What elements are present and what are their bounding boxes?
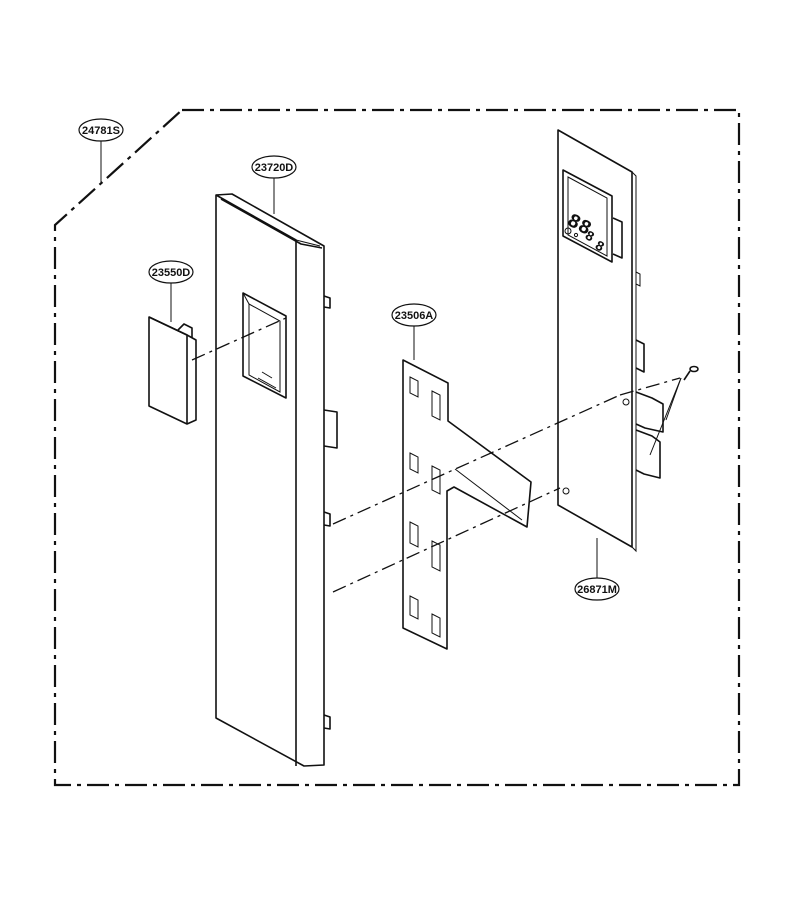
- alignment-lines: [191, 317, 681, 593]
- label-front-panel[interactable]: 23720D: [251, 155, 297, 214]
- label-cover-text: 23550D: [152, 267, 191, 279]
- svg-text:8: 8: [592, 238, 607, 256]
- label-sheet[interactable]: 23506A: [391, 303, 437, 360]
- label-cover[interactable]: 23550D: [148, 260, 194, 322]
- label-front-panel-text: 23720D: [255, 162, 294, 174]
- label-assembly[interactable]: 24781S: [78, 118, 124, 184]
- pcb-part[interactable]: 88 8 8: [557, 129, 664, 553]
- label-sheet-text: 23506A: [395, 310, 434, 322]
- sheet-cutouts: [409, 376, 441, 638]
- display-module: 88 8 8: [562, 169, 613, 263]
- label-assembly-text: 24781S: [82, 125, 120, 137]
- front-panel-part[interactable]: [215, 193, 338, 767]
- screw-part[interactable]: [649, 365, 699, 456]
- assembly-boundary: [53, 108, 741, 787]
- cover-part[interactable]: [148, 316, 197, 425]
- label-pcb-text: 26871M: [577, 584, 617, 596]
- label-pcb[interactable]: 26871M: [574, 538, 620, 601]
- sheet-part[interactable]: [402, 359, 532, 650]
